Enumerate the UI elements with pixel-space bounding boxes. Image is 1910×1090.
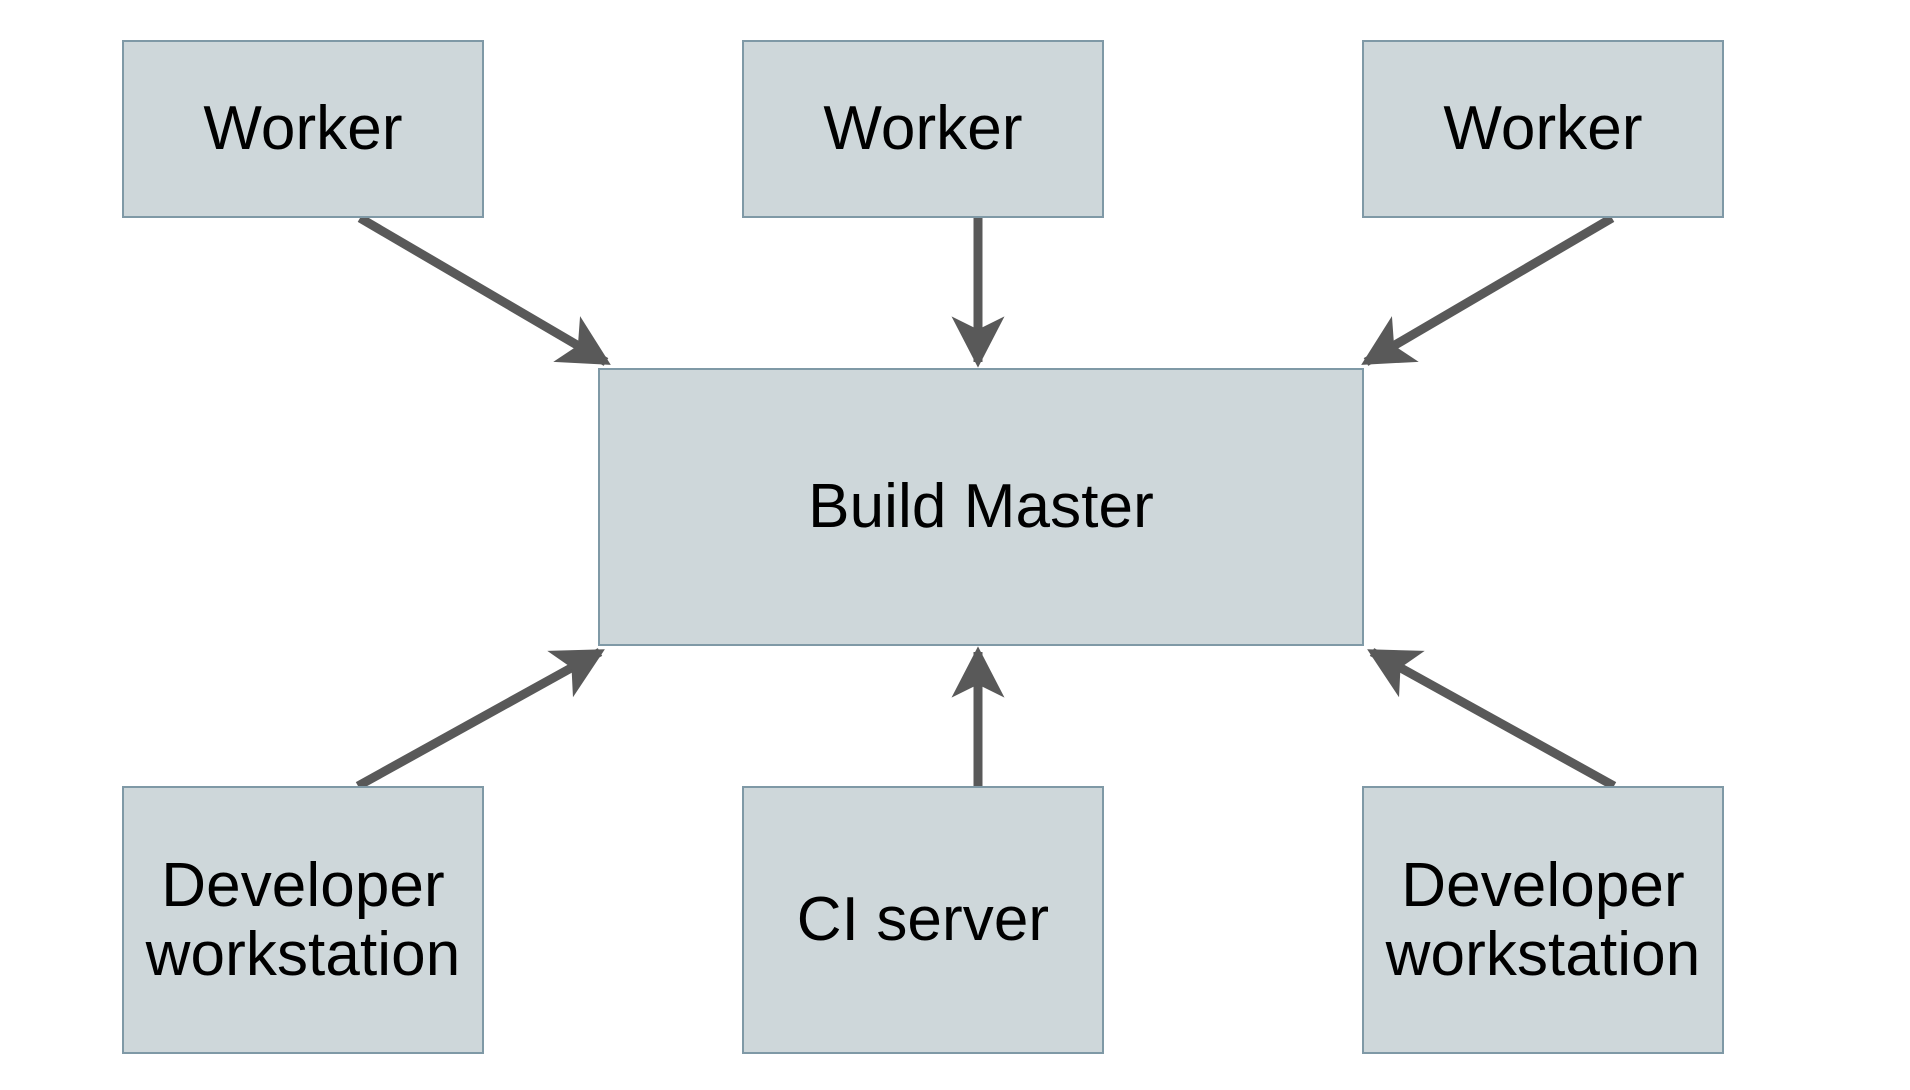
edge-dev-left-to-build-master xyxy=(355,648,605,790)
node-worker-3[interactable]: Worker xyxy=(1362,40,1724,218)
node-worker-1-label: Worker xyxy=(203,94,403,164)
edge-worker-1-to-build-master xyxy=(357,214,611,366)
node-developer-workstation-right[interactable]: Developer workstation xyxy=(1362,786,1724,1054)
edge-dev-right-to-build-master xyxy=(1367,648,1617,790)
node-worker-2[interactable]: Worker xyxy=(742,40,1104,218)
node-ci-server-label: CI server xyxy=(796,885,1050,955)
edge-worker-3-to-build-master xyxy=(1361,214,1615,366)
node-build-master[interactable]: Build Master xyxy=(598,368,1364,646)
node-build-master-label: Build Master xyxy=(808,472,1154,542)
node-developer-workstation-right-label: Developer workstation xyxy=(1385,850,1701,989)
node-worker-2-label: Worker xyxy=(823,94,1023,164)
node-developer-workstation-left[interactable]: Developer workstation xyxy=(122,786,484,1054)
node-worker-1[interactable]: Worker xyxy=(122,40,484,218)
node-worker-3-label: Worker xyxy=(1443,94,1643,164)
node-developer-workstation-left-label: Developer workstation xyxy=(145,850,461,989)
node-ci-server[interactable]: CI server xyxy=(742,786,1104,1054)
